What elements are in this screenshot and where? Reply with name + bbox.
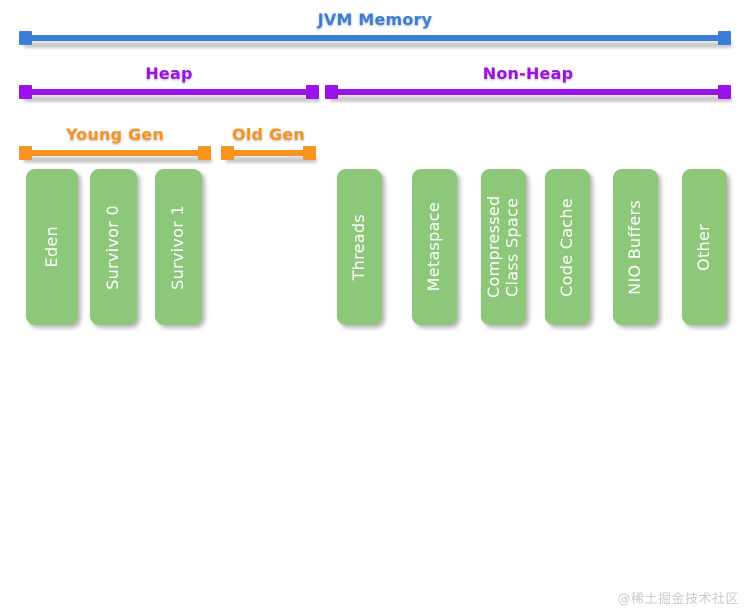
- region-metaspace[interactable]: Metaspace: [412, 169, 457, 325]
- non-heap-bar: [325, 85, 731, 99]
- region-code-cache[interactable]: Code Cache: [545, 169, 590, 325]
- region-threads-label: Threads: [349, 213, 369, 281]
- region-nio-buffers[interactable]: NIO Buffers: [613, 169, 658, 325]
- region-other[interactable]: Other: [682, 169, 727, 325]
- old-gen-bar: [221, 146, 316, 160]
- heap-label: Heap: [145, 64, 193, 83]
- jvm-memory-bar-shadow: [24, 42, 732, 48]
- region-compressed-class-space-label: Compressed Class Space: [484, 195, 522, 299]
- region-survivor-0-label: Survivor 0: [103, 204, 123, 290]
- young-gen-bar-shadow: [24, 157, 212, 163]
- non-heap-label: Non-Heap: [482, 64, 574, 83]
- region-compressed-class-space[interactable]: Compressed Class Space: [481, 169, 526, 325]
- region-threads[interactable]: Threads: [337, 169, 382, 325]
- region-eden-label: Eden: [41, 226, 61, 268]
- region-eden[interactable]: Eden: [26, 169, 78, 325]
- young-gen-bar: [19, 146, 211, 160]
- region-metaspace-label: Metaspace: [424, 202, 444, 292]
- heap-bar-shadow: [24, 96, 320, 102]
- region-survivor-0[interactable]: Survivor 0: [90, 169, 137, 325]
- watermark: @稀土掘金技术社区: [617, 592, 739, 607]
- region-survivor-1[interactable]: Survivor 1: [155, 169, 202, 325]
- region-other-label: Other: [694, 223, 714, 271]
- jvm-memory-label: JVM Memory: [317, 10, 433, 29]
- old-gen-label: Old Gen: [232, 125, 305, 144]
- region-survivor-1-label: Survivor 1: [168, 204, 188, 290]
- old-gen-bar-shadow: [226, 157, 317, 163]
- region-code-cache-label: Code Cache: [557, 197, 577, 297]
- region-nio-buffers-label: NIO Buffers: [625, 199, 645, 295]
- heap-bar: [19, 85, 319, 99]
- young-gen-label: Young Gen: [65, 125, 165, 144]
- jvm-memory-bar: [19, 31, 731, 45]
- non-heap-bar-shadow: [330, 96, 732, 102]
